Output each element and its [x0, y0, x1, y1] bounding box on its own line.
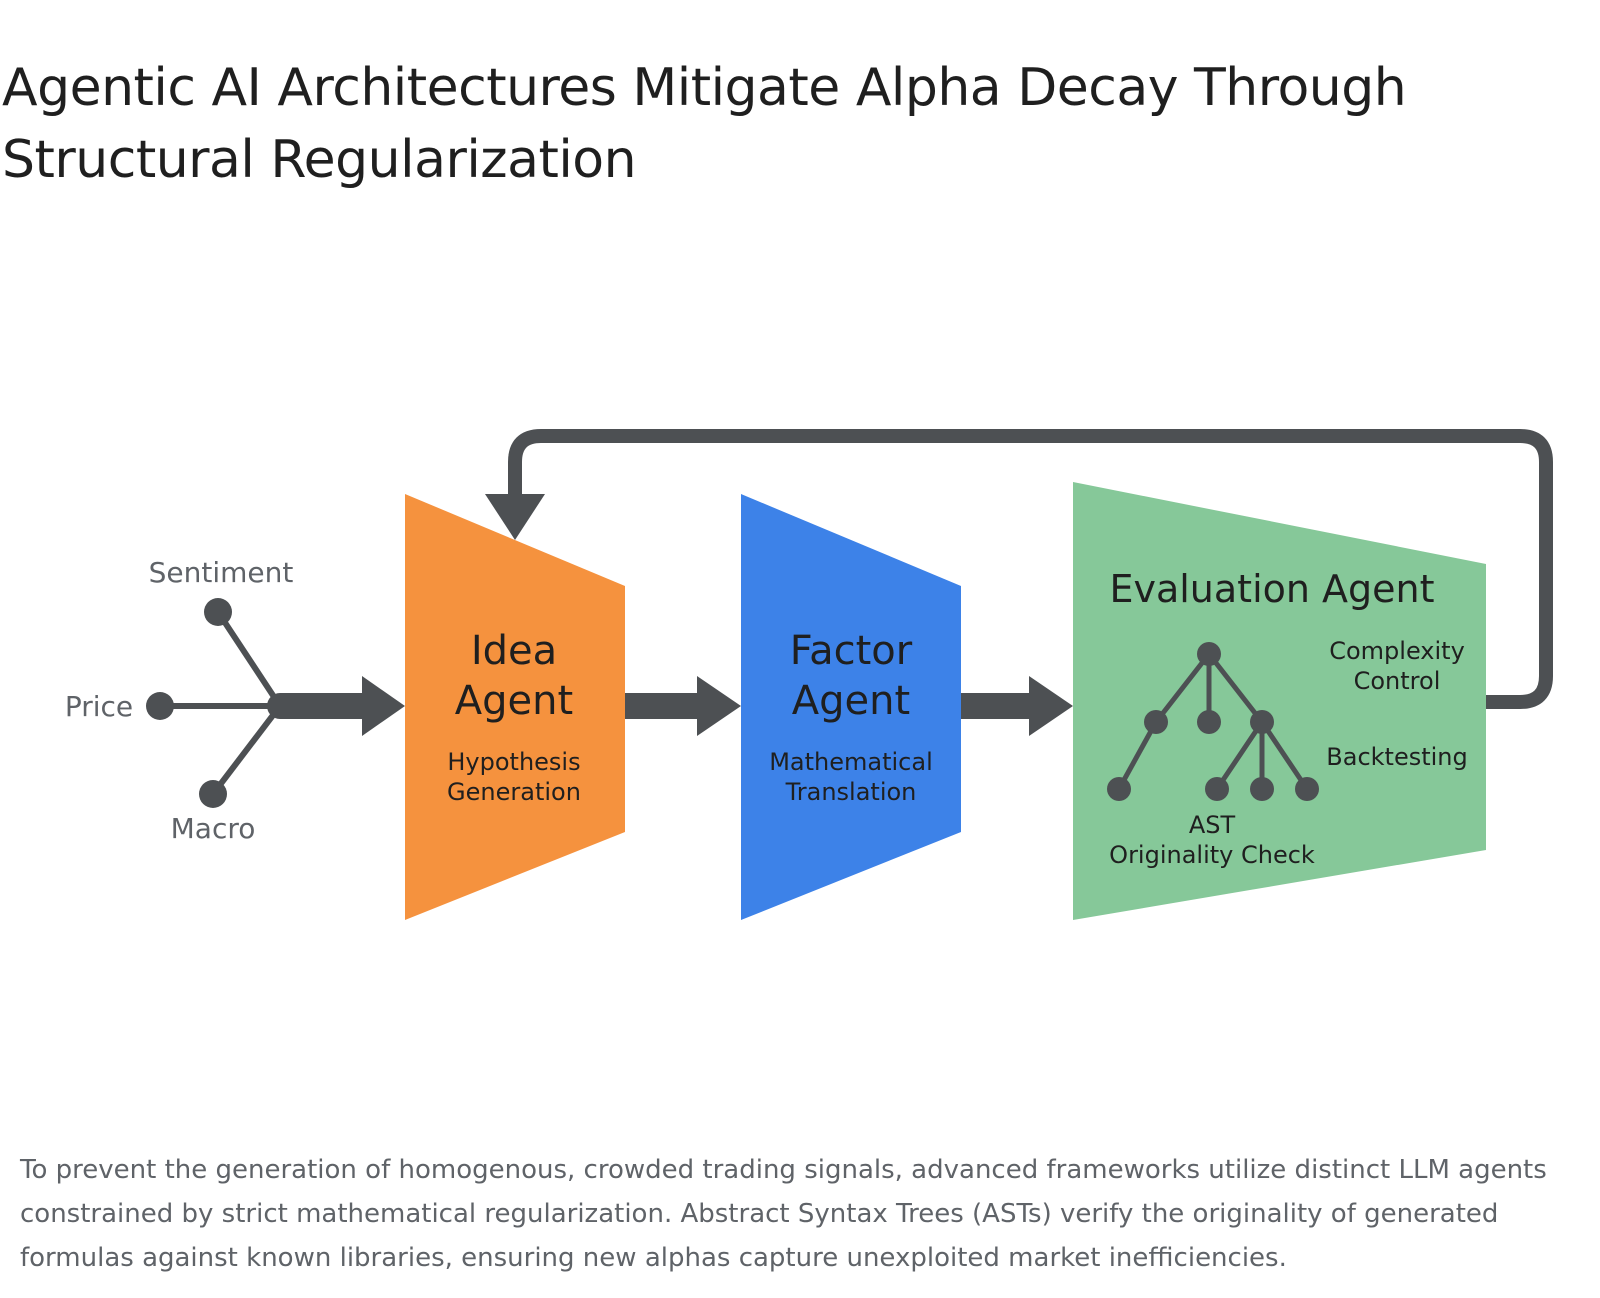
macro-node	[199, 780, 227, 808]
complexity-control-line2: Control	[1354, 667, 1441, 695]
idea-agent-subtitle-line1: Hypothesis	[447, 748, 580, 776]
arrow-to-factor-agent	[625, 676, 741, 736]
factor-agent-title-line2: Agent	[792, 678, 910, 724]
macro-label: Macro	[171, 812, 256, 845]
evaluation-agent-title: Evaluation Agent	[1109, 567, 1434, 611]
idea-agent-shape	[405, 494, 625, 920]
price-label: Price	[65, 690, 133, 723]
idea-agent-title-line2: Agent	[455, 678, 573, 724]
sentiment-label: Sentiment	[149, 556, 294, 589]
input-network: Sentiment Price Macro	[65, 556, 294, 845]
factor-agent-subtitle-line1: Mathematical	[769, 748, 933, 776]
feedback-loop-arrow	[485, 429, 1553, 709]
factor-agent-subtitle-line2: Translation	[785, 778, 917, 806]
backtesting-label: Backtesting	[1326, 743, 1467, 771]
caption-text: To prevent the generation of homogenous,…	[20, 1155, 1547, 1273]
arrow-to-evaluation-agent	[961, 676, 1073, 736]
ast-label-line2: Originality Check	[1109, 841, 1315, 869]
evaluation-agent-shape	[1073, 482, 1486, 920]
ast-tree-icon	[1107, 642, 1319, 801]
price-node	[146, 692, 174, 720]
complexity-control-line1: Complexity	[1329, 637, 1465, 665]
idea-agent-subtitle-line2: Generation	[447, 778, 581, 806]
ast-label-line1: AST	[1189, 811, 1236, 839]
factor-agent-shape	[741, 494, 961, 920]
evaluation-agent: Evaluation Agent	[1073, 482, 1486, 920]
arrow-to-idea-agent	[280, 676, 405, 736]
factor-agent: Factor Agent Mathematical Translation	[741, 494, 961, 920]
idea-agent-title-line1: Idea	[471, 628, 557, 674]
sentiment-node	[204, 598, 232, 626]
idea-agent: Idea Agent Hypothesis Generation	[405, 494, 625, 920]
page-title: Agentic AI Architectures Mitigate Alpha …	[2, 58, 1407, 190]
factor-agent-title-line1: Factor	[790, 628, 913, 674]
